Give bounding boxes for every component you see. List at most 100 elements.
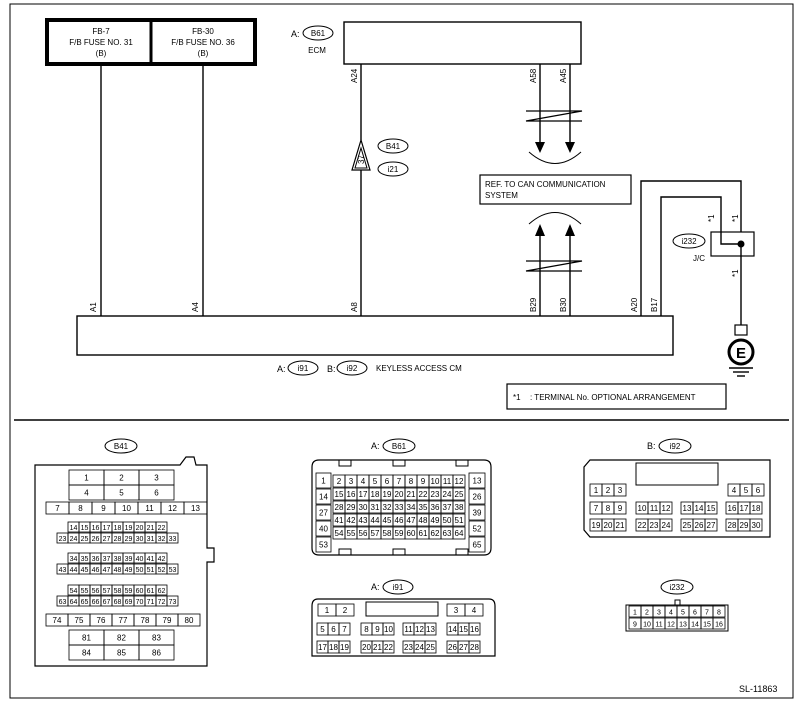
b41-pin-9: 9 <box>101 504 106 513</box>
b41-pin-3: 3 <box>154 474 159 483</box>
i232-pin-4: 4 <box>669 610 673 617</box>
b41-pin-6-cell <box>138 484 175 501</box>
b41-pin-45: 45 <box>81 567 89 574</box>
fuse-36-label: F/B FUSE NO. 36 <box>171 38 235 47</box>
can-ref-line2: SYSTEM <box>485 191 518 200</box>
i232-pin-1: 1 <box>633 610 637 617</box>
b41-pin-74: 74 <box>53 616 62 625</box>
b61-pin-50: 50 <box>443 516 452 525</box>
i92-title: i92 <box>670 442 681 451</box>
b41-pin-30: 30 <box>136 536 144 543</box>
jc-mark-3: *1 <box>731 269 740 277</box>
b41-pin-18: 18 <box>114 525 122 532</box>
b41-pin-61: 61 <box>147 588 155 595</box>
module-pin-b30: B30 <box>559 297 568 312</box>
b41-pin-34: 34 <box>70 556 78 563</box>
i92-pin-5: 5 <box>744 486 749 495</box>
twist-bottom <box>525 260 583 272</box>
b61-pin-27-cell <box>315 504 332 521</box>
b41-pin-37: 37 <box>103 556 111 563</box>
b41-pin-13: 13 <box>191 504 200 513</box>
ground-circle <box>727 338 755 366</box>
module-pin-a20: A20 <box>630 297 639 312</box>
wire-a20-ground <box>640 180 742 316</box>
fuse-block: FB-7 F/B FUSE NO. 31 (B) FB-30 F/B FUSE … <box>45 18 257 66</box>
i91-pin-28-cell <box>468 640 481 654</box>
b41-pin-79: 79 <box>163 616 172 625</box>
i92-pin-30: 30 <box>752 521 761 530</box>
i92-pin-15: 15 <box>707 504 716 513</box>
i91-pin-10-cell <box>382 622 395 636</box>
i91-pin-21: 21 <box>373 643 382 652</box>
b61-pin-58: 58 <box>383 529 392 538</box>
i92-pin-20: 20 <box>604 521 613 530</box>
b41-pin-76: 76 <box>97 616 106 625</box>
b61-pin-54: 54 <box>335 529 344 538</box>
b41-pin-60: 60 <box>136 588 144 595</box>
i92-title-badge <box>658 438 692 454</box>
b61-pin-9: 9 <box>421 477 426 486</box>
b41-title-badge <box>104 438 138 454</box>
fuse-36-color: (B) <box>198 49 209 58</box>
b61-pin-16: 16 <box>347 490 356 499</box>
i92-lock <box>635 462 719 486</box>
i232-pin-11: 11 <box>655 622 662 629</box>
b41-pin-42-cell <box>155 552 168 564</box>
i91-pin-19: 19 <box>340 643 349 652</box>
b61-pin-34: 34 <box>407 503 416 512</box>
b61-pin-37: 37 <box>443 503 452 512</box>
b61-pin-7: 7 <box>397 477 402 486</box>
i92-pin-13: 13 <box>683 504 692 513</box>
i92-pin-25: 25 <box>683 521 692 530</box>
b41-pin-24: 24 <box>70 536 78 543</box>
i91-title: i91 <box>393 583 404 592</box>
i91-lock <box>365 601 439 617</box>
b61-pin-13: 13 <box>473 477 482 486</box>
b61-pin-21: 21 <box>407 490 416 499</box>
b41-pin-33: 33 <box>169 536 177 543</box>
b61-pin-52: 52 <box>473 525 482 534</box>
module-pin-b29: B29 <box>529 297 538 312</box>
i92-pin-8: 8 <box>606 504 611 513</box>
b61-pin-42: 42 <box>347 516 356 525</box>
i91-pin-24: 24 <box>415 643 424 652</box>
b41-pin-52: 52 <box>158 567 166 574</box>
b61-pin-40-cell <box>315 520 332 537</box>
b61-pin-3: 3 <box>349 477 354 486</box>
b41-pin-70: 70 <box>136 599 144 606</box>
can-ref-line1: REF. TO CAN COMMUNICATION <box>485 180 606 189</box>
b41-pin-38: 38 <box>114 556 122 563</box>
b41-pin-51: 51 <box>147 567 155 574</box>
b61-pin-26: 26 <box>473 493 482 502</box>
i91-prefix: A: <box>371 582 380 592</box>
i92-pin-12-cell <box>659 501 673 515</box>
b61-pin-53: 53 <box>319 541 328 550</box>
b61-latch-1 <box>338 459 352 467</box>
joint-code-badge-2 <box>377 161 409 177</box>
module-pin-a4: A4 <box>191 302 200 312</box>
i232-pin-16: 16 <box>715 622 723 629</box>
b61-pin-43: 43 <box>359 516 368 525</box>
b41-pin-59: 59 <box>125 588 133 595</box>
b41-pin-67: 67 <box>103 599 111 606</box>
i91-pin-27: 27 <box>459 643 468 652</box>
b61-pin-1-cell <box>315 472 332 489</box>
i232-pin-2: 2 <box>645 610 649 617</box>
b41-pin-84: 84 <box>82 649 91 658</box>
note-mark: *1 <box>513 393 521 402</box>
module-pin-a1: A1 <box>89 302 98 312</box>
b41-pin-16: 16 <box>92 525 100 532</box>
b41-pin-6: 6 <box>154 489 159 498</box>
i92-housing <box>583 459 771 538</box>
b61-pin-13-cell <box>468 472 486 489</box>
b41-pin-53-cell <box>166 563 179 575</box>
b61-pin-33: 33 <box>395 503 404 512</box>
fuse-31-name: FB-7 <box>92 27 110 36</box>
joint-pin: 37 <box>357 155 366 164</box>
i232-pin-16-cell <box>712 617 726 630</box>
b61-pin-24: 24 <box>443 490 452 499</box>
ecm-code-badge <box>302 25 334 41</box>
note-box <box>506 383 727 410</box>
i232-pin-10: 10 <box>643 622 651 629</box>
